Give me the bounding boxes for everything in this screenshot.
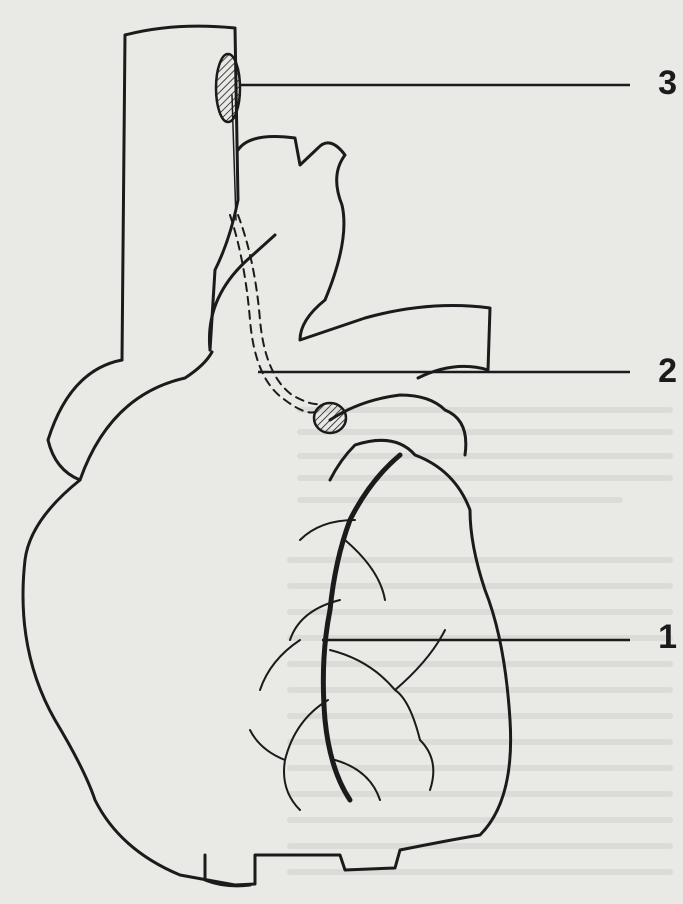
callout-label-3: 3 xyxy=(658,66,677,100)
aorta xyxy=(238,137,490,379)
left-atrium xyxy=(330,395,466,455)
anterior-descending-artery xyxy=(323,455,400,800)
callout-label-2: 2 xyxy=(658,354,677,388)
hatched-marker-3 xyxy=(216,54,240,122)
pulmonary-trunk xyxy=(209,235,275,350)
hatched-marker-ring xyxy=(314,403,346,433)
dashed-pathway xyxy=(230,215,315,413)
dashed-pathway-outer xyxy=(238,215,318,404)
right-auricle xyxy=(48,352,212,480)
inferior-vena-cava xyxy=(205,855,250,886)
callout-label-1: 1 xyxy=(658,620,677,654)
